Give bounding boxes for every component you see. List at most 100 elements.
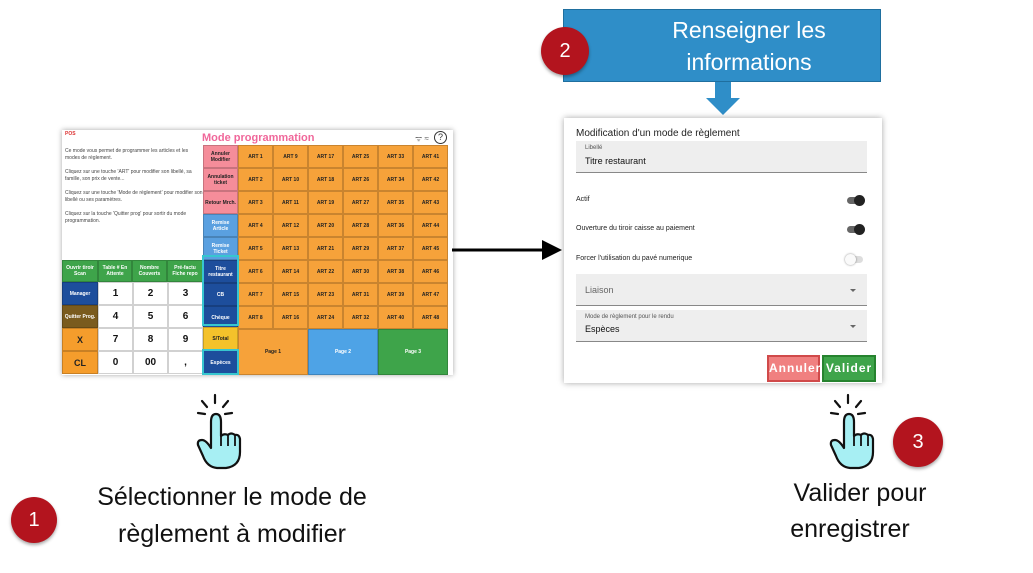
callout-renseigner: Renseigner les informations bbox=[563, 9, 881, 82]
art-key[interactable]: ART 35 bbox=[378, 191, 413, 214]
step-3-badge: 3 bbox=[893, 417, 943, 467]
art-key[interactable]: ART 7 bbox=[238, 283, 273, 306]
payment-mode-dialog: Modification d'un mode de règlement Libe… bbox=[564, 118, 882, 383]
numpad-key[interactable]: 0 bbox=[98, 351, 133, 374]
art-key[interactable]: ART 23 bbox=[308, 283, 343, 306]
item-discount-key[interactable]: Remise Article bbox=[203, 214, 238, 237]
art-key[interactable]: ART 16 bbox=[273, 306, 308, 329]
art-key[interactable]: ART 47 bbox=[413, 283, 448, 306]
art-key[interactable]: ART 21 bbox=[308, 237, 343, 260]
numpad-key[interactable]: 2 bbox=[133, 282, 168, 305]
pos-info-text: Ce mode vous permet de programmer les ar… bbox=[65, 148, 203, 232]
art-key[interactable]: ART 29 bbox=[343, 237, 378, 260]
page-tab-2[interactable]: Page 2 bbox=[308, 329, 378, 375]
arrow-down-icon bbox=[706, 82, 740, 115]
actif-toggle[interactable] bbox=[847, 195, 865, 206]
top-button[interactable]: Ouvrir tiroir Scan bbox=[62, 260, 98, 282]
numpad-key[interactable]: 6 bbox=[168, 305, 203, 328]
art-key[interactable]: ART 25 bbox=[343, 145, 378, 168]
ticket-discount-key[interactable]: Remise Ticket bbox=[203, 237, 238, 260]
art-key[interactable]: ART 11 bbox=[273, 191, 308, 214]
art-key[interactable]: ART 5 bbox=[238, 237, 273, 260]
art-key[interactable]: ART 14 bbox=[273, 260, 308, 283]
art-key[interactable]: ART 31 bbox=[343, 283, 378, 306]
page-tab-3[interactable]: Page 3 bbox=[378, 329, 448, 375]
art-key[interactable]: ART 6 bbox=[238, 260, 273, 283]
art-key[interactable]: ART 19 bbox=[308, 191, 343, 214]
top-button[interactable]: Table # En Attente bbox=[98, 260, 132, 282]
art-key[interactable]: ART 43 bbox=[413, 191, 448, 214]
art-key[interactable]: ART 33 bbox=[378, 145, 413, 168]
top-button[interactable]: Nombre Couverts bbox=[132, 260, 167, 282]
art-key[interactable]: ART 28 bbox=[343, 214, 378, 237]
numpad-key[interactable]: , bbox=[168, 351, 203, 374]
step-1-badge: 1 bbox=[11, 497, 57, 543]
validate-button[interactable]: Valider bbox=[822, 355, 876, 382]
art-key[interactable]: ART 1 bbox=[238, 145, 273, 168]
art-key[interactable]: ART 30 bbox=[343, 260, 378, 283]
art-key[interactable]: ART 40 bbox=[378, 306, 413, 329]
numpad-key[interactable]: 7 bbox=[98, 328, 133, 351]
cl-button[interactable]: CL bbox=[62, 351, 98, 374]
numpad-key[interactable]: 3 bbox=[168, 282, 203, 305]
art-key[interactable]: ART 9 bbox=[273, 145, 308, 168]
rendu-select[interactable]: Mode de règlement pour le rendu Espèces bbox=[576, 310, 867, 342]
numpad-key[interactable]: 5 bbox=[133, 305, 168, 328]
rendu-value: Espèces bbox=[585, 324, 620, 334]
art-key[interactable]: ART 44 bbox=[413, 214, 448, 237]
art-key[interactable]: ART 17 bbox=[308, 145, 343, 168]
cancel-button[interactable]: Annuler bbox=[767, 355, 820, 382]
art-key[interactable]: ART 10 bbox=[273, 168, 308, 191]
art-key[interactable]: ART 36 bbox=[378, 214, 413, 237]
quit-prog-button[interactable]: Quitter Prog. bbox=[62, 305, 98, 328]
art-key[interactable]: ART 8 bbox=[238, 306, 273, 329]
art-key[interactable]: ART 13 bbox=[273, 237, 308, 260]
numpad-key[interactable]: 1 bbox=[98, 282, 133, 305]
art-key[interactable]: ART 18 bbox=[308, 168, 343, 191]
clear-x-button[interactable]: X bbox=[62, 328, 98, 351]
art-key[interactable]: ART 39 bbox=[378, 283, 413, 306]
numpad-key[interactable]: 00 bbox=[133, 351, 168, 374]
art-key[interactable]: ART 41 bbox=[413, 145, 448, 168]
rendu-label: Mode de règlement pour le rendu bbox=[585, 314, 674, 320]
art-key[interactable]: ART 15 bbox=[273, 283, 308, 306]
numpad-key[interactable]: 4 bbox=[98, 305, 133, 328]
art-key[interactable]: ART 2 bbox=[238, 168, 273, 191]
art-key[interactable]: ART 38 bbox=[378, 260, 413, 283]
libelle-field[interactable]: Libellé Titre restaurant bbox=[576, 141, 867, 173]
art-key[interactable]: ART 20 bbox=[308, 214, 343, 237]
top-button[interactable]: Pré-factu Fiche repo bbox=[167, 260, 203, 282]
step-3-line2: enregistrer bbox=[790, 515, 910, 543]
art-key[interactable]: ART 26 bbox=[343, 168, 378, 191]
subtotal-key[interactable]: S/Total bbox=[203, 327, 238, 350]
art-key[interactable]: ART 37 bbox=[378, 237, 413, 260]
art-key[interactable]: ART 45 bbox=[413, 237, 448, 260]
numpad-key[interactable]: 9 bbox=[168, 328, 203, 351]
art-key[interactable]: ART 12 bbox=[273, 214, 308, 237]
info-line: Cliquez sur une touche 'Mode de règlemen… bbox=[65, 190, 203, 203]
numpad-key[interactable]: 8 bbox=[133, 328, 168, 351]
return-merch-key[interactable]: Retour Mrch. bbox=[203, 191, 238, 214]
art-key[interactable]: ART 42 bbox=[413, 168, 448, 191]
art-key[interactable]: ART 46 bbox=[413, 260, 448, 283]
pave-label: Forcer l'utilisation du pavé numerique bbox=[576, 255, 693, 262]
art-key[interactable]: ART 3 bbox=[238, 191, 273, 214]
art-key[interactable]: ART 48 bbox=[413, 306, 448, 329]
art-key[interactable]: ART 32 bbox=[343, 306, 378, 329]
libelle-value: Titre restaurant bbox=[585, 156, 646, 166]
tiroir-toggle[interactable] bbox=[847, 224, 865, 235]
wifi-icon: ᯤ ≈ bbox=[415, 134, 429, 143]
art-key[interactable]: ART 22 bbox=[308, 260, 343, 283]
page-tab-1[interactable]: Page 1 bbox=[238, 329, 308, 375]
art-key[interactable]: ART 34 bbox=[378, 168, 413, 191]
manager-button[interactable]: Manager bbox=[62, 282, 98, 305]
info-line: Cliquez sur une touche 'ART' pour modifi… bbox=[65, 169, 192, 182]
art-key[interactable]: ART 4 bbox=[238, 214, 273, 237]
pave-toggle[interactable] bbox=[845, 254, 863, 265]
help-icon[interactable]: ? bbox=[434, 131, 447, 144]
art-key[interactable]: ART 24 bbox=[308, 306, 343, 329]
liaison-select[interactable]: Liaison bbox=[576, 274, 867, 306]
art-key[interactable]: ART 27 bbox=[343, 191, 378, 214]
cancel-modify-key[interactable]: Annuler Modifier bbox=[203, 145, 238, 168]
cancel-ticket-key[interactable]: Annulation ticket bbox=[203, 168, 238, 191]
